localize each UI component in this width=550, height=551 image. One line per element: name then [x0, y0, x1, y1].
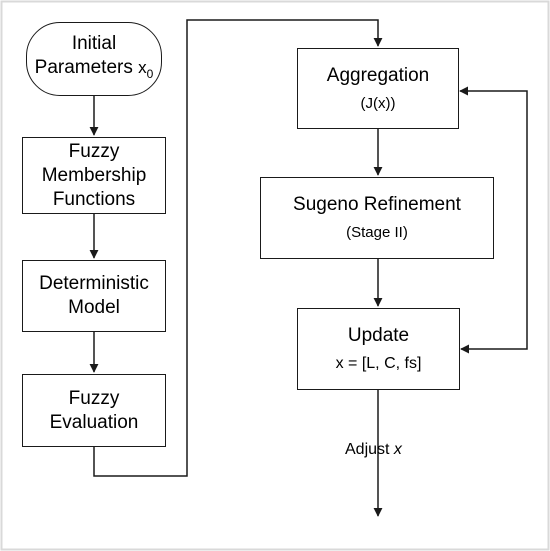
edge-label-adjust-variable: x: [393, 441, 402, 458]
node-initial-line2: Parameters x0: [35, 56, 154, 86]
node-update-title: Update: [347, 325, 410, 346]
node-initial-variable: x: [138, 58, 147, 78]
node-deterministic-line2: Model: [68, 297, 120, 318]
node-initial-subscript: 0: [146, 66, 154, 81]
node-membership-line2: Membership: [41, 164, 147, 186]
node-aggregation: Aggregation (J(x)): [297, 48, 459, 129]
node-membership-line3: Functions: [52, 188, 136, 210]
node-update-detail: x = [L, C, fs]: [335, 355, 422, 372]
node-sugeno-refinement: Sugeno Refinement (Stage II): [260, 177, 494, 259]
node-fuzzy-evaluation: Fuzzy Evaluation: [22, 374, 166, 447]
node-deterministic-model: Deterministic Model: [22, 260, 166, 332]
edge-label-adjust-x: Adjust x: [345, 441, 402, 459]
node-update: Update x = [L, C, fs]: [297, 308, 460, 390]
connector-evaluation-to-aggregation: [93, 19, 383, 477]
edge-label-adjust-text: Adjust: [345, 441, 394, 458]
node-evaluation-line2: Evaluation: [49, 411, 139, 433]
node-initial-parameters-text: Parameters: [34, 57, 139, 79]
node-deterministic-line1: Deterministic: [39, 273, 149, 294]
node-initial-parameters: Initial Parameters x0: [26, 22, 162, 96]
node-evaluation-line1: Fuzzy: [68, 387, 120, 409]
node-fuzzy-membership-functions: Fuzzy Membership Functions: [22, 137, 166, 214]
node-sugeno-title: Sugeno Refinement: [293, 194, 461, 215]
node-sugeno-detail: (Stage II): [346, 224, 408, 241]
node-aggregation-title: Aggregation: [326, 64, 430, 86]
node-initial-line1: Initial: [71, 33, 117, 55]
node-membership-line1: Fuzzy: [68, 140, 120, 162]
node-aggregation-detail: (J(x)): [360, 94, 396, 112]
arrow-update-to-aggregation: [459, 86, 528, 354]
